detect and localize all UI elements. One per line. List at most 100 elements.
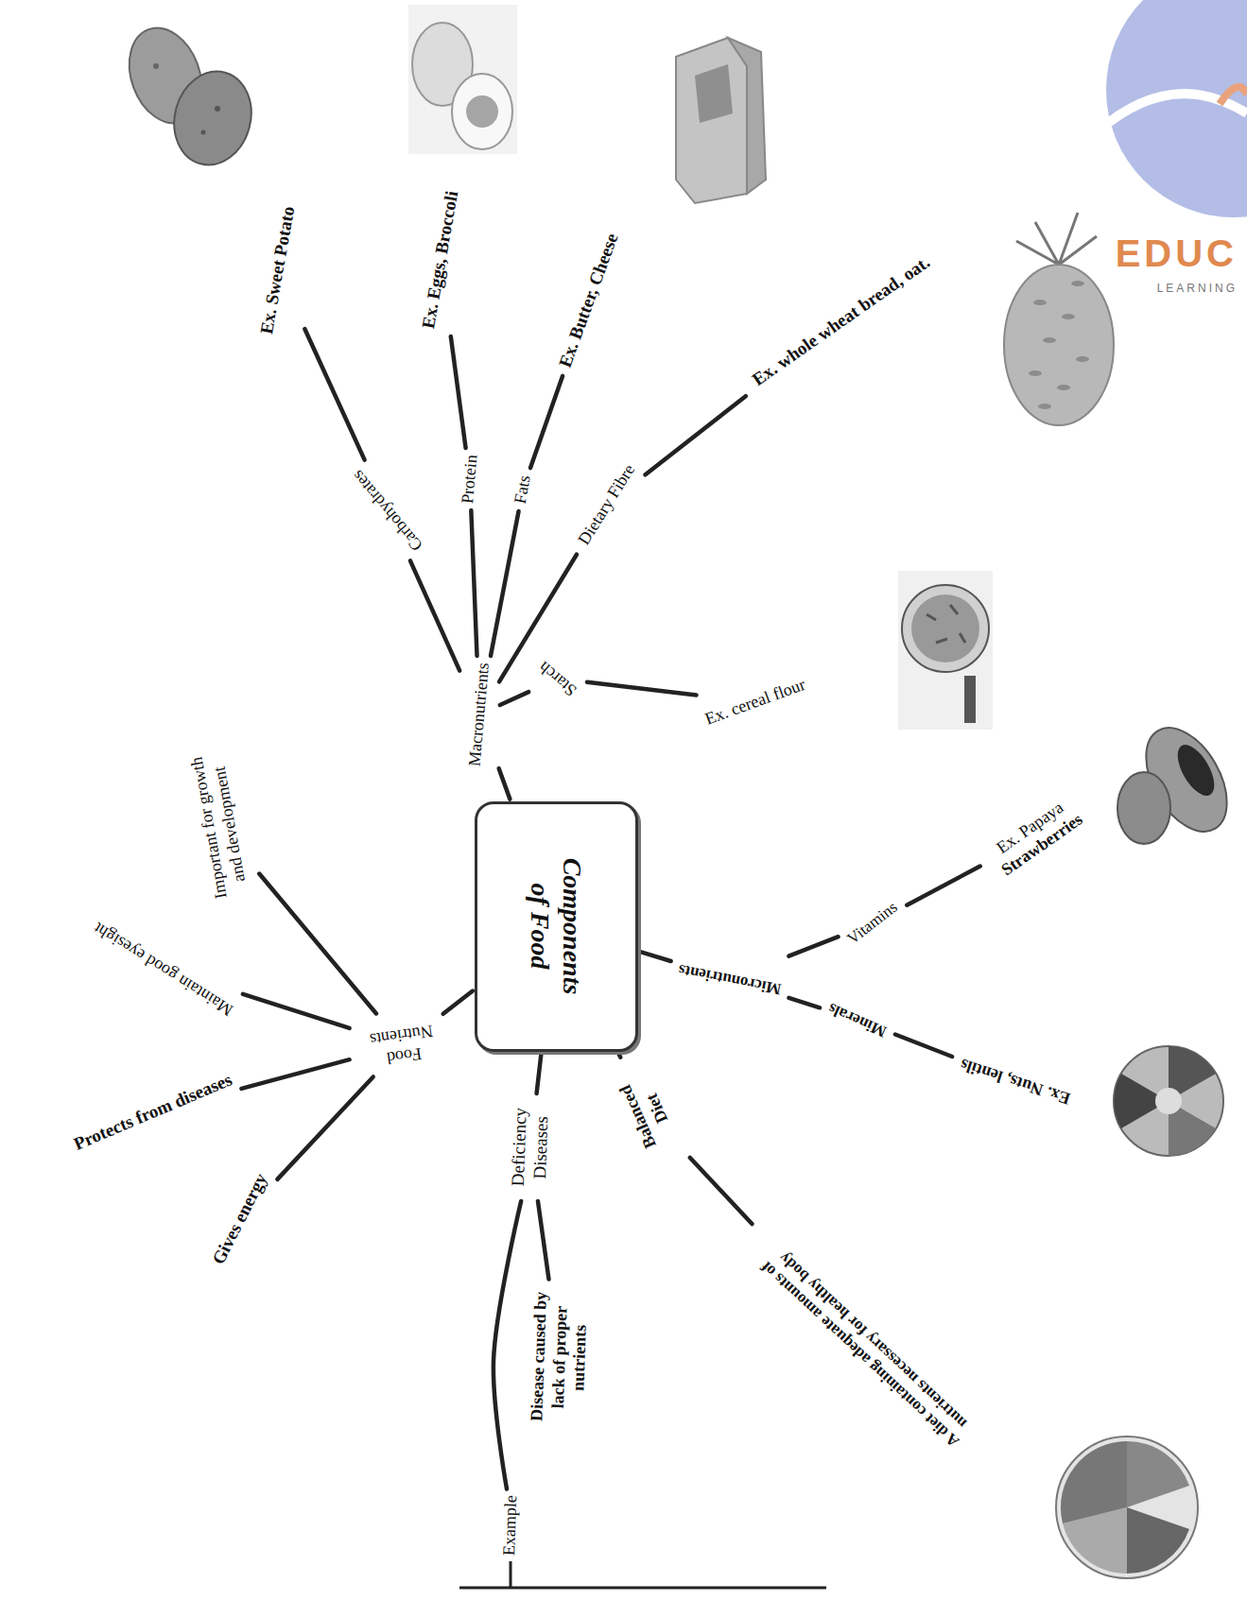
text-holder: Protein [457,453,483,505]
definition-topic: Disease caused by lack of proper nutrien… [522,1281,597,1435]
text-holder: Deficiency Diseases [506,1099,554,1196]
function-topic: Maintain good eyesight [86,914,242,1025]
topic-text: Dietary Fibre [573,460,640,549]
nuts-picture [1113,1046,1224,1157]
text-holder: Maintain good eyesight [89,917,238,1021]
branch-line [618,1053,621,1057]
branch-line [470,510,477,657]
text-holder: Ex. whole wheat bread, oat. [748,251,936,391]
function-topic: Gives energy [204,1166,277,1273]
text-holder: Important for growth and development [184,739,255,915]
cereal-bowl-picture [898,571,993,730]
topic-text: Food Nutrients [355,1019,451,1073]
branch-line [645,396,746,475]
watermark-text: LEARNING [1155,281,1240,295]
topic-text: A diet containing adequate amounts of nu… [743,1229,991,1465]
branch-line [788,936,838,956]
example-topic: Ex. Eggs, Broccoli [414,185,468,335]
text-holder: Ex. Nuts, lentils [957,1054,1074,1109]
example-topic: Ex. Nuts, lentils [953,1050,1077,1113]
topic-text: Gives energy [207,1170,273,1269]
branch-line [304,329,364,461]
example-topic: Ex. whole wheat bread, oat. [744,247,939,396]
topic-text: Micronutrients [676,959,783,999]
text-holder: Dietary Fibre [573,460,640,549]
topic-text: Ex. Butter, Cheese [554,230,624,371]
branch-line [537,1201,550,1281]
branch-line [443,991,473,1015]
oats-picture [1004,212,1114,426]
branch-line [277,1076,373,1179]
topic-text: Ex. cereal flour [702,675,809,730]
topic-text: Vitamins [844,898,902,950]
function-topic: Protects from diseases [67,1065,241,1161]
branch-topic: Minerals [821,994,894,1046]
text-holder: Ex. Eggs, Broccoli [417,189,464,330]
text-holder: Minerals [825,998,890,1041]
branch-topic: Fats [506,469,540,510]
topic-text: Important for growth and development [184,739,255,915]
example-topic: Ex. Sweet Potato [252,201,305,341]
branch-line [639,952,671,962]
central-title: Components of Food [523,846,588,1007]
topic-text: Starch [534,657,581,701]
branch-topic: Vitamins [840,894,906,953]
branch-topic: Starch [530,653,586,706]
text-holder: Ex. cereal flour [702,675,809,730]
topic-text: Carbohydrates [347,466,428,555]
text-holder: Macronutrients [464,661,494,767]
branch-topic: Protein [453,450,487,509]
function-topic: Important for growth and development [180,735,259,918]
topic-text: Maintain good eyesight [89,917,238,1021]
topic-text: Protein [457,453,483,505]
topic-text: Protects from diseases [70,1069,236,1156]
topic-text: Ex. Eggs, Broccoli [417,189,464,330]
branch-line [906,866,980,906]
text-holder: Protects from diseases [70,1069,236,1156]
branch-topic: Food Nutrients [351,1015,455,1076]
text-holder: Fats [510,473,536,505]
branch-line [500,692,529,706]
topic-text: Macronutrients [464,661,494,767]
blank-line [459,1561,827,1589]
butter-picture [675,37,766,204]
topic-text: Ex. Sweet Potato [256,205,300,337]
branch-topic: Macronutrients [460,658,499,772]
text-holder: Balanced Diet [610,1063,685,1162]
topic-text: Fats [510,473,536,505]
example-topic: Ex. cereal flour [698,671,814,735]
topic-text: Minerals [825,998,890,1041]
branch-line [410,560,460,671]
branch-line [241,1059,349,1090]
text-holder: Components of Food [523,846,588,1007]
branch-line [490,511,520,657]
text-holder: A diet containing adequate amounts of nu… [743,1229,991,1465]
branch-line [690,1158,753,1225]
text-holder: Micronutrients [676,959,783,999]
branch-line [450,336,467,449]
topic-text: Disease caused by lack of proper nutrien… [526,1285,593,1430]
example-topic: Ex. Butter, Cheese [551,226,628,375]
branch-line [242,994,350,1029]
topic-text: Ex. whole wheat bread, oat. [748,251,936,391]
potato-picture [116,17,261,174]
branch-line [493,1201,521,1490]
branch-line [587,682,697,696]
text-holder: Starch [534,657,581,701]
topic-text: Example [499,1495,522,1558]
text-holder: Ex. Sweet Potato [256,205,300,337]
text-holder: Ex. Butter, Cheese [554,230,624,371]
text-holder: Example [499,1495,522,1558]
topic-text: Balanced Diet [610,1063,685,1162]
branch-line [788,998,820,1008]
text-holder: Carbohydrates [347,466,428,555]
branch-line [895,1035,953,1057]
plate-picture [1056,1437,1198,1579]
text-holder: Ex. PapayaStrawberries [986,793,1088,882]
branch-topic: Example [495,1491,526,1561]
example-topic: Ex. PapayaStrawberries [982,789,1092,885]
definition-topic: A diet containing adequate amounts of nu… [739,1226,995,1470]
text-holder: Disease caused by lack of proper nutrien… [526,1285,593,1430]
egg-picture [408,4,518,155]
branch-topic: Micronutrients [673,955,788,1004]
